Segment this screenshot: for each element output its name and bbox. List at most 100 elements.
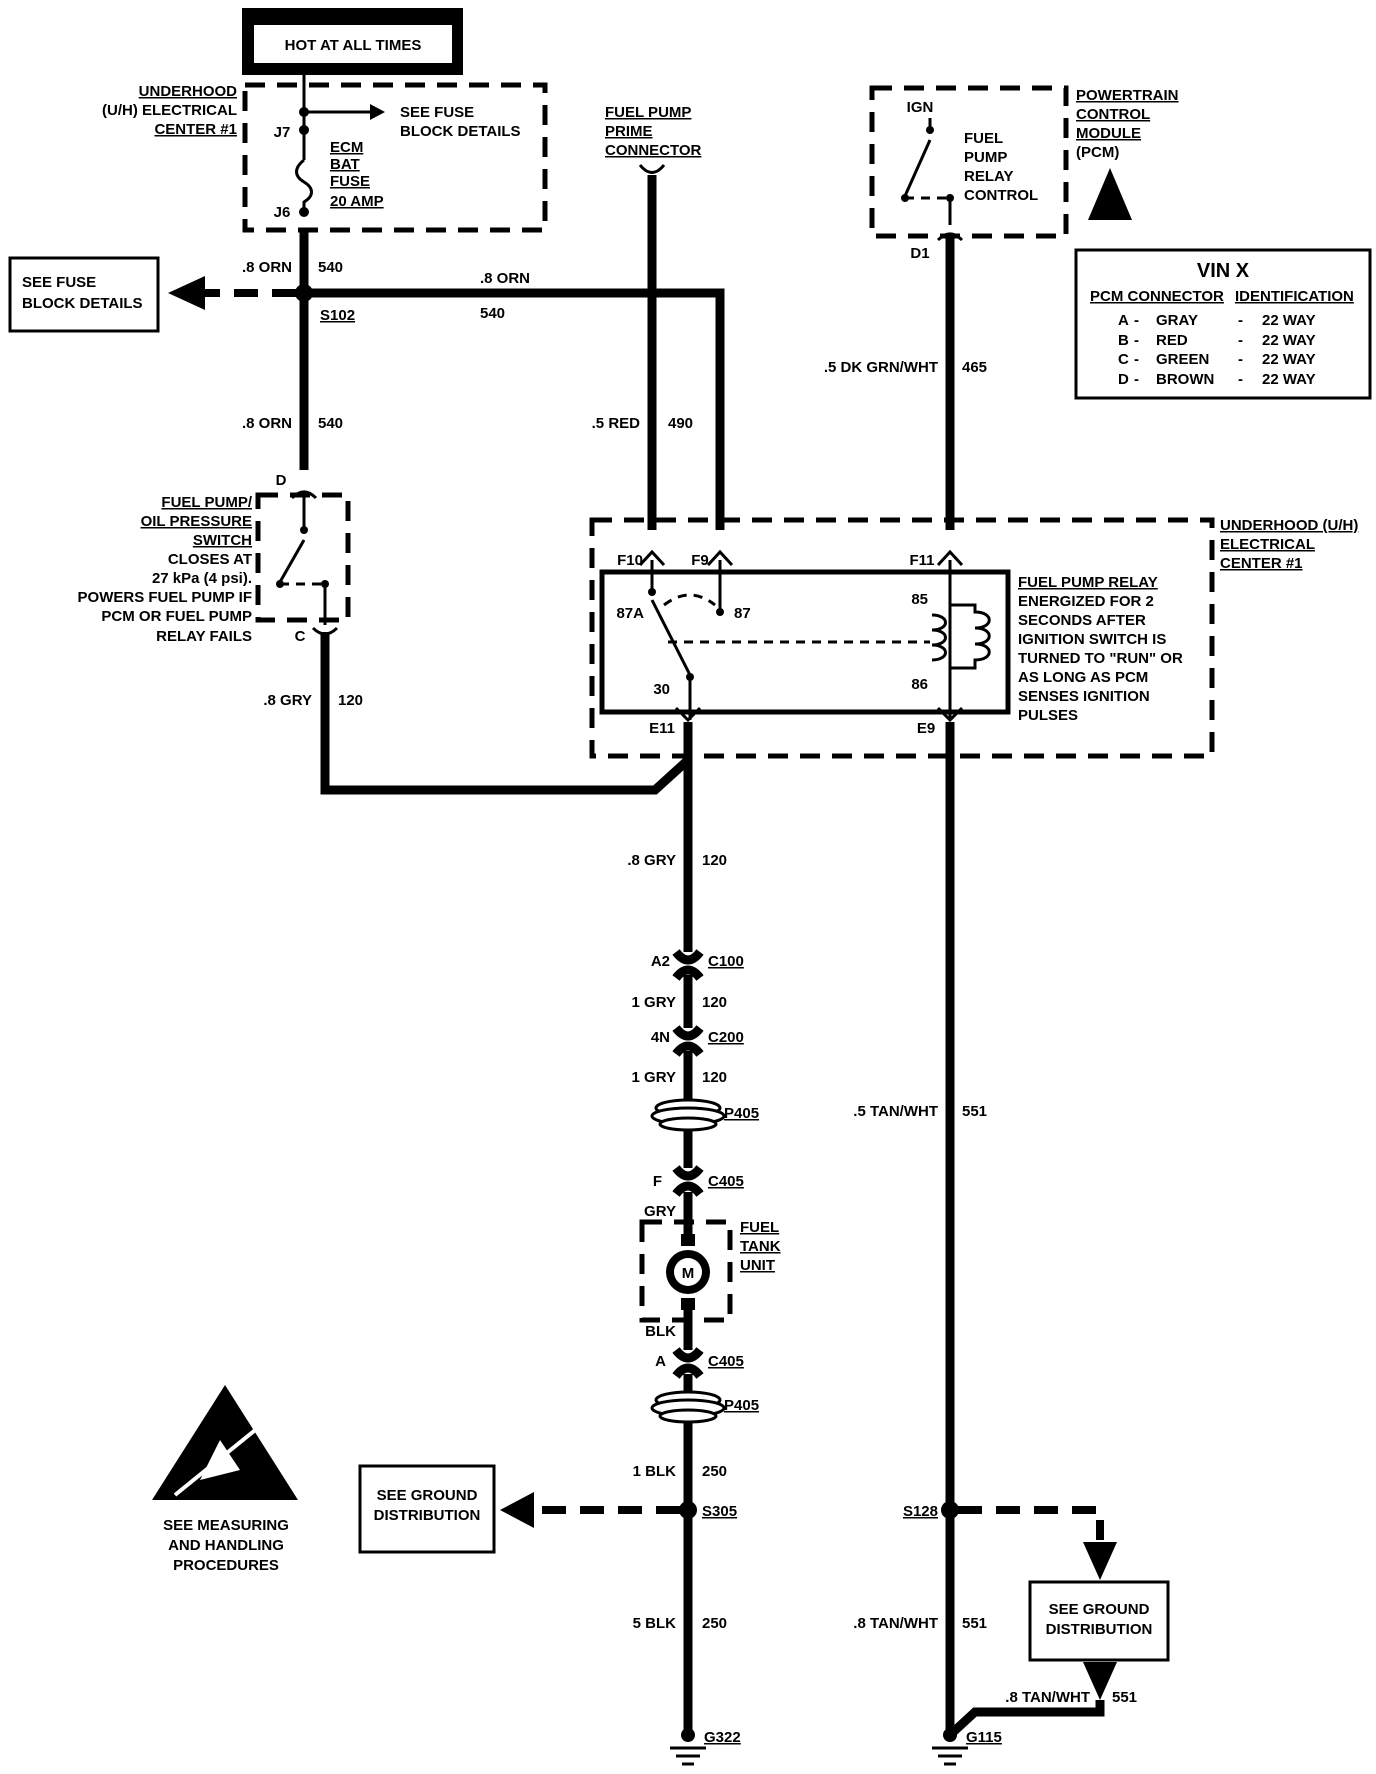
- splice-s305-label: S305: [702, 1503, 737, 1520]
- wire-540-a-size: .8 ORN: [242, 259, 292, 276]
- arrow-down-icon: [1083, 1542, 1117, 1580]
- oil-pressure-switch-box: [255, 492, 351, 623]
- c405-b-pin: A: [655, 1353, 666, 1370]
- svg-text:DISTRIBUTION: DISTRIBUTION: [374, 1507, 481, 1524]
- svg-text:-: -: [1238, 371, 1243, 388]
- wire-465-size: .5 DK GRN/WHT: [824, 359, 938, 376]
- p405-grommet-a: [650, 1098, 726, 1132]
- svg-text:SEE GROUND: SEE GROUND: [377, 1487, 478, 1504]
- esd-warning-icon: [1088, 168, 1132, 220]
- svg-text:27 kPa (4 psi).: 27 kPa (4 psi).: [152, 570, 252, 587]
- vin-row: A - GRAY - 22 WAY: [1118, 312, 1316, 329]
- vin-row: C - GREEN - 22 WAY: [1118, 351, 1316, 368]
- svg-text:-: -: [1134, 312, 1139, 329]
- relay-coil: [950, 603, 991, 670]
- wire-551-c-size: .8 TAN/WHT: [1005, 1689, 1090, 1706]
- svg-text:BAT: BAT: [330, 156, 360, 173]
- wire-465-circuit: 465: [962, 359, 987, 376]
- svg-text:RED: RED: [1156, 332, 1188, 349]
- svg-text:ECM: ECM: [330, 139, 363, 156]
- see-ground-left: SEE GROUND DISTRIBUTION: [374, 1487, 481, 1524]
- fuel-pump-prime-connector-label: FUEL PUMP PRIME CONNECTOR: [605, 104, 702, 159]
- pcm-label: POWERTRAIN CONTROL MODULE (PCM): [1076, 87, 1179, 161]
- svg-text:IGNITION SWITCH IS: IGNITION SWITCH IS: [1018, 631, 1166, 648]
- p405-grommet-b: [650, 1390, 726, 1424]
- pcm-relay-control-label: FUEL PUMP RELAY CONTROL: [964, 130, 1038, 204]
- ecm-bat-fuse: [295, 158, 313, 212]
- svg-text:PUMP: PUMP: [964, 149, 1007, 166]
- svg-text:TANK: TANK: [740, 1238, 781, 1255]
- oil-switch-d-connector: [290, 490, 318, 500]
- pin-30-label: 30: [653, 681, 670, 698]
- ground-g322-label: G322: [704, 1729, 741, 1746]
- p405-a-label: P405: [724, 1105, 759, 1122]
- svg-text:PROCEDURES: PROCEDURES: [173, 1557, 279, 1574]
- motor-label: M: [682, 1265, 695, 1282]
- svg-text:ENERGIZED FOR 2: ENERGIZED FOR 2: [1018, 593, 1154, 610]
- wire-120-b-circuit: 120: [702, 852, 727, 869]
- svg-text:ELECTRICAL: ELECTRICAL: [1220, 536, 1315, 553]
- svg-text:(U/H) ELECTRICAL: (U/H) ELECTRICAL: [102, 102, 237, 119]
- wire-540-horizontal: [304, 288, 725, 530]
- wire-120-b-size: .8 GRY: [627, 852, 676, 869]
- pcm-ign: IGN: [907, 99, 934, 116]
- pin-f9-connector: [706, 549, 734, 567]
- wire-551-c-circuit: 551: [1112, 1689, 1137, 1706]
- svg-text:SEE MEASURING: SEE MEASURING: [163, 1517, 289, 1534]
- c405-a-name: C405: [708, 1173, 744, 1190]
- hot-at-all-times-box: HOT AT ALL TIMES: [242, 8, 463, 75]
- see-ground-right: SEE GROUND DISTRIBUTION: [1046, 1601, 1153, 1638]
- arrow-left-icon: [168, 276, 205, 310]
- svg-text:SWITCH: SWITCH: [193, 532, 252, 549]
- gry-label: GRY: [644, 1203, 676, 1220]
- vin-row: D - BROWN - 22 WAY: [1118, 371, 1316, 388]
- wire-490-circuit: 490: [668, 415, 693, 432]
- pin-e11-connector: [674, 706, 702, 723]
- svg-text:CONTROL: CONTROL: [964, 187, 1038, 204]
- j7-label: J7: [274, 124, 291, 141]
- svg-text:CENTER #1: CENTER #1: [1220, 555, 1303, 572]
- ground-g322-icon: [670, 1746, 706, 1766]
- svg-text:(PCM): (PCM): [1076, 144, 1119, 161]
- fuel-pump-relay-box: [599, 569, 1011, 715]
- svg-text:SEE GROUND: SEE GROUND: [1049, 1601, 1150, 1618]
- c100-name: C100: [708, 953, 744, 970]
- wire-551-b-circuit: 551: [962, 1615, 987, 1632]
- svg-text:BLOCK DETAILS: BLOCK DETAILS: [22, 295, 143, 312]
- see-fuse-block-details-left: SEE FUSE BLOCK DETAILS: [22, 274, 143, 312]
- wire-540-b-circuit: 540: [480, 305, 505, 322]
- svg-text:POWERTRAIN: POWERTRAIN: [1076, 87, 1179, 104]
- svg-text:-: -: [1134, 371, 1139, 388]
- svg-text:22 WAY: 22 WAY: [1262, 351, 1316, 368]
- esd-note: SEE MEASURING AND HANDLING PROCEDURES: [163, 1517, 289, 1574]
- svg-text:FUEL PUMP RELAY: FUEL PUMP RELAY: [1018, 574, 1158, 591]
- wire-120-a-circuit: 120: [338, 692, 363, 709]
- vin-row: B - RED - 22 WAY: [1118, 332, 1316, 349]
- svg-text:-: -: [1238, 332, 1243, 349]
- hot-at-all-times-label: HOT AT ALL TIMES: [285, 37, 422, 54]
- c100-connector: [672, 949, 704, 965]
- svg-text:AND HANDLING: AND HANDLING: [168, 1537, 284, 1554]
- pcm-d1-label: D1: [910, 245, 929, 262]
- vin-table: VIN X PCM CONNECTOR IDENTIFICATION A - G…: [1074, 248, 1372, 400]
- vin-header-left: PCM CONNECTOR: [1090, 288, 1224, 305]
- pin-f11-label: F11: [909, 552, 934, 569]
- wire-120-switch: [320, 632, 692, 795]
- uh-center-top-label: UNDERHOOD (U/H) ELECTRICAL CENTER #1: [102, 83, 237, 138]
- wire-250-a-circuit: 250: [702, 1463, 727, 1480]
- see-ground-left-box: [358, 1464, 496, 1554]
- relay-description: FUEL PUMP RELAY ENERGIZED FOR 2 SECONDS …: [1018, 574, 1183, 724]
- wire-540-c-circuit: 540: [318, 415, 343, 432]
- splice-s305-dot: [679, 1501, 697, 1519]
- svg-text:SENSES IGNITION: SENSES IGNITION: [1018, 688, 1150, 705]
- svg-text:-: -: [1238, 312, 1243, 329]
- c100-pin: A2: [651, 953, 670, 970]
- j6-label: J6: [274, 204, 291, 221]
- splice-s102-dot: [295, 284, 313, 302]
- uh-center-relay-box: [589, 517, 1215, 759]
- wire-540-a-circuit: 540: [318, 259, 343, 276]
- svg-text:22 WAY: 22 WAY: [1262, 332, 1316, 349]
- pin-87a-label: 87A: [616, 605, 644, 622]
- uh-center-fuse-box: [242, 82, 548, 233]
- svg-text:DISTRIBUTION: DISTRIBUTION: [1046, 1621, 1153, 1638]
